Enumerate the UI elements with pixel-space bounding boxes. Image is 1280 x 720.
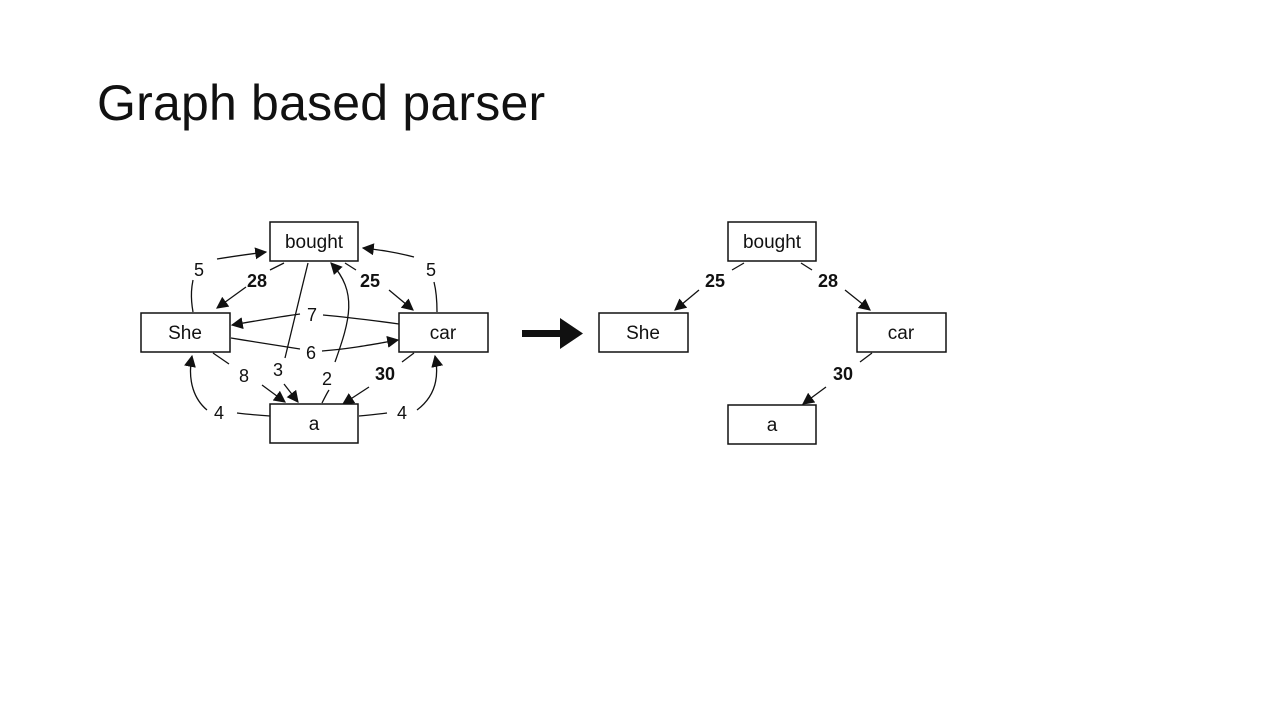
node-she: She: [140, 312, 231, 353]
edge-she-a: [212, 352, 230, 365]
edge-she-car: [230, 337, 301, 350]
weight-car-she: 7: [307, 305, 317, 325]
edge-she-bought: [190, 279, 194, 313]
weight-a-bought: 2: [322, 369, 332, 389]
edge-she-bought-head: [216, 247, 268, 260]
svg-text:car: car: [888, 323, 915, 344]
weight-a-she: 4: [214, 403, 224, 423]
edge-bought-she-head: [216, 286, 247, 309]
tree-node-she: She: [598, 312, 689, 353]
edge-bought-car-head: [388, 289, 414, 311]
svg-text:bought: bought: [743, 232, 802, 253]
edge-a-she: [236, 412, 271, 417]
complete-graph: [184, 243, 444, 417]
edge-a-car: [358, 412, 388, 417]
tree-edge-bought-she-head: [674, 289, 700, 311]
tree-edge-bought-she: [731, 262, 745, 271]
edge-car-a-head: [341, 386, 370, 405]
edge-a-car-head: [416, 354, 444, 411]
edge-a-bought-head: [330, 262, 350, 363]
node-a: a: [269, 403, 359, 444]
edge-bought-car: [344, 262, 357, 271]
edge-she-a-head: [261, 384, 286, 403]
weight-bought-car: 25: [360, 271, 380, 291]
tree-edge-car-a: [859, 352, 873, 363]
edge-car-bought-head: [361, 243, 415, 258]
edge-car-she-head: [230, 313, 301, 330]
weight-a-car: 4: [397, 403, 407, 423]
weight-she-bought: 5: [194, 260, 204, 280]
tree-weight-car-a: 30: [833, 364, 853, 384]
edge-car-a: [401, 352, 415, 363]
edge-bought-a: [284, 262, 309, 359]
tree-node-bought: bought: [727, 221, 817, 262]
node-car: car: [398, 312, 489, 353]
spanning-tree: [674, 262, 873, 405]
edge-car-she: [322, 314, 400, 325]
node-bought: bought: [269, 221, 359, 262]
edge-a-she-head: [184, 354, 208, 411]
slide-title: Graph based parser: [97, 75, 546, 131]
svg-text:car: car: [430, 323, 457, 344]
edge-she-car-head: [321, 335, 400, 352]
svg-text:a: a: [767, 415, 778, 436]
weight-car-bought: 5: [426, 260, 436, 280]
weight-car-a: 30: [375, 364, 395, 384]
svg-text:She: She: [626, 323, 660, 344]
edge-bought-she: [269, 262, 285, 271]
edge-car-bought: [433, 281, 438, 313]
tree-node-car: car: [856, 312, 947, 353]
weight-she-car: 6: [306, 343, 316, 363]
weight-she-a: 8: [239, 366, 249, 386]
edge-a-bought: [321, 389, 330, 404]
weight-bought-she: 28: [247, 271, 267, 291]
tree-weight-bought-she: 25: [705, 271, 725, 291]
tree-edge-bought-car: [800, 262, 813, 271]
svg-text:She: She: [168, 323, 202, 344]
edge-bought-a-head: [283, 383, 299, 403]
weight-bought-a: 3: [273, 360, 283, 380]
tree-edge-car-a-head: [802, 386, 827, 405]
tree-edge-bought-car-head: [844, 289, 871, 311]
right-arrow-icon: [522, 318, 583, 349]
svg-text:a: a: [309, 414, 320, 435]
svg-text:bought: bought: [285, 232, 344, 253]
tree-node-a: a: [727, 404, 817, 445]
tree-weight-bought-car: 28: [818, 271, 838, 291]
